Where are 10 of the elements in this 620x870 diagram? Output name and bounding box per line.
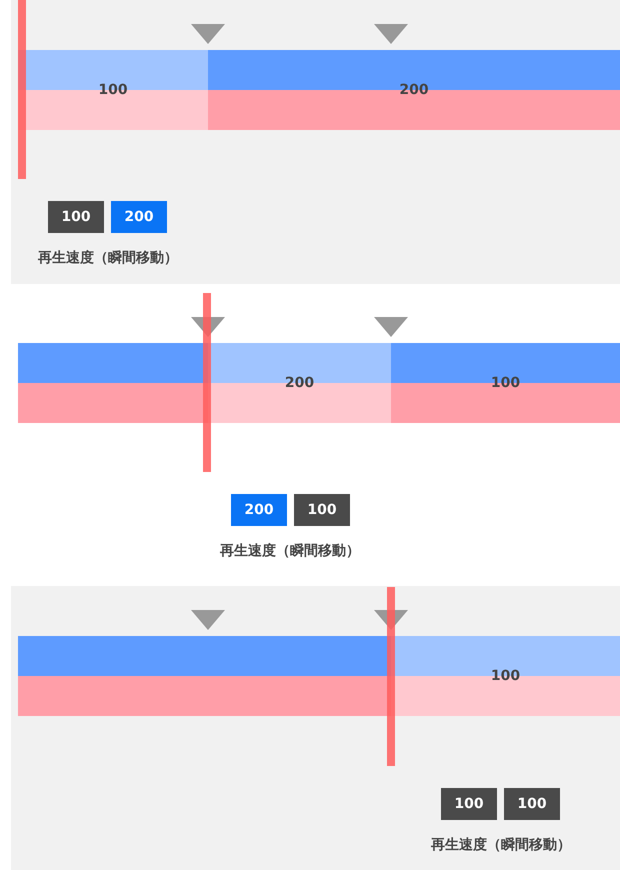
- caption: 再生速度（瞬間移動）: [220, 542, 360, 560]
- timeline-segment: 200: [208, 343, 391, 423]
- speed-badge: 200: [231, 494, 287, 526]
- speed-badge: 200: [111, 201, 167, 233]
- speed-badge: 100: [504, 788, 560, 820]
- caption: 再生速度（瞬間移動）: [431, 836, 571, 854]
- speed-badge: 100: [441, 788, 497, 820]
- speed-badge: 100: [294, 494, 350, 526]
- speed-badge: 100: [48, 201, 104, 233]
- caption: 再生速度（瞬間移動）: [38, 249, 178, 267]
